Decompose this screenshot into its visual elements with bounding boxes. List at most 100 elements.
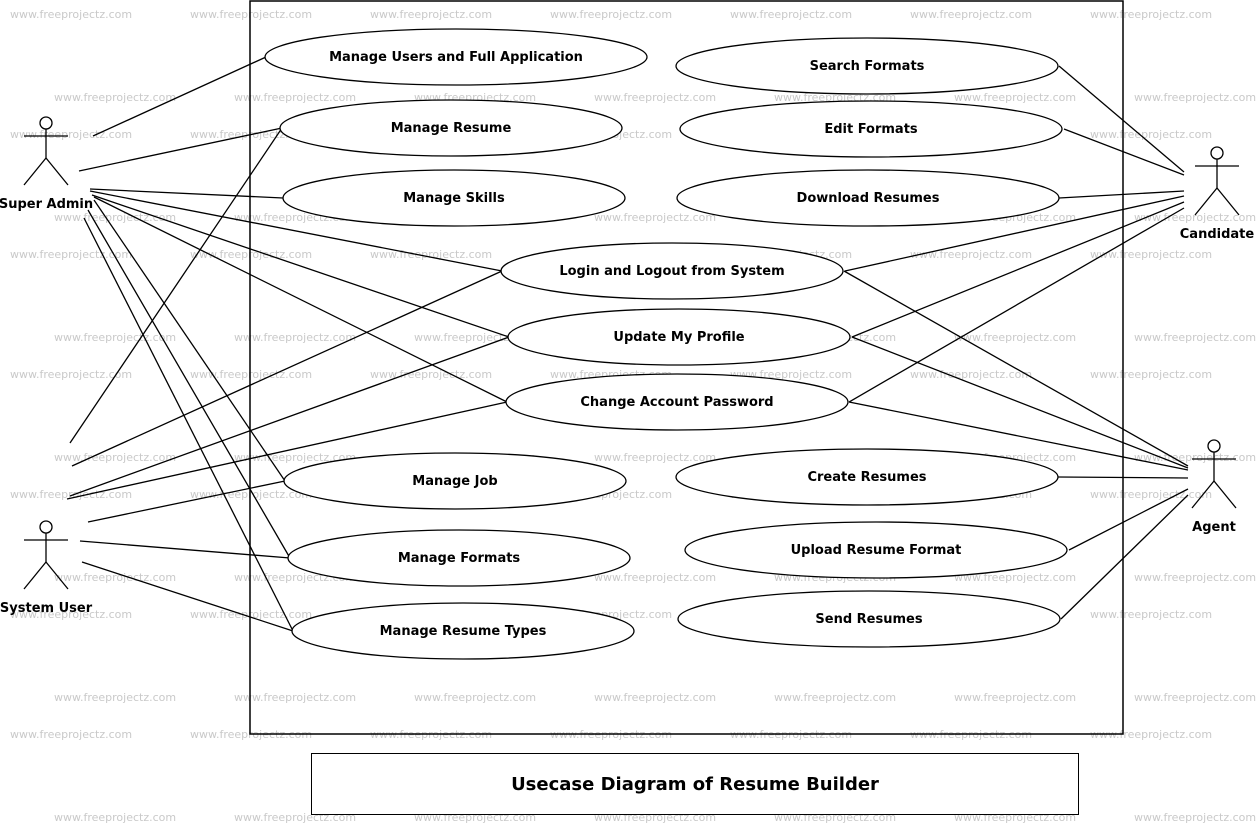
association-agent-login-logout: [843, 270, 1189, 467]
actor-limb: [45, 561, 69, 590]
usecase-send-resumes: Send Resumes: [677, 590, 1061, 648]
association-super-admin-manage-skills: [89, 188, 284, 199]
association-system-user-change-password: [66, 401, 508, 500]
usecase-ellipse: [291, 602, 635, 660]
usecase-login-logout: Login and Logout from System: [500, 242, 844, 300]
usecase-label: Change Account Password: [580, 395, 773, 410]
usecase-ellipse: [507, 308, 851, 366]
actor-limb: [23, 157, 47, 186]
usecase-manage-resume-types: Manage Resume Types: [291, 602, 635, 660]
usecase-label: Manage Users and Full Application: [329, 50, 583, 65]
association-super-admin-manage-users: [92, 56, 267, 137]
association-candidate-login-logout: [844, 195, 1185, 272]
use-cases: Manage Users and Full ApplicationManage …: [264, 28, 1068, 660]
usecase-ellipse: [677, 590, 1061, 648]
usecase-ellipse: [264, 28, 648, 86]
usecase-change-password: Change Account Password: [505, 373, 849, 431]
usecase-manage-formats: Manage Formats: [287, 529, 631, 587]
association-system-user-manage-resume-types: [81, 561, 294, 632]
actor-candidate: Candidate: [1180, 146, 1255, 242]
association-super-admin-update-profile: [91, 194, 510, 338]
usecase-manage-resume: Manage Resume: [279, 99, 623, 157]
usecase-label: Manage Job: [412, 474, 497, 489]
usecase-ellipse: [676, 169, 1060, 227]
usecase-edit-formats: Edit Formats: [679, 100, 1063, 158]
usecase-label: Login and Logout from System: [559, 264, 784, 279]
actor-label: Candidate: [1180, 227, 1255, 242]
association-agent-upload-resume-format: [1068, 488, 1189, 551]
association-system-user-manage-formats: [79, 540, 291, 559]
actor-label: System User: [0, 601, 93, 616]
usecase-ellipse: [675, 448, 1059, 506]
actor-limb: [1194, 187, 1218, 216]
usecase-ellipse: [287, 529, 631, 587]
association-super-admin-change-password: [93, 196, 508, 403]
usecase-search-formats: Search Formats: [675, 37, 1059, 95]
usecase-label: Edit Formats: [824, 122, 918, 137]
actor-system-user: System User: [0, 520, 93, 616]
usecase-label: Download Resumes: [797, 191, 940, 206]
usecase-ellipse: [282, 169, 626, 227]
usecase-manage-skills: Manage Skills: [282, 169, 626, 227]
usecase-ellipse: [500, 242, 844, 300]
actor-limb: [1191, 480, 1215, 509]
association-agent-update-profile: [851, 336, 1189, 469]
usecase-manage-users: Manage Users and Full Application: [264, 28, 648, 86]
actor-head: [1210, 146, 1224, 160]
association-agent-create-resumes: [1057, 476, 1189, 479]
association-candidate-edit-formats: [1063, 128, 1185, 176]
association-agent-send-resumes: [1060, 494, 1189, 620]
diagram-title-box: Usecase Diagram of Resume Builder: [311, 753, 1079, 815]
usecase-ellipse: [675, 37, 1059, 95]
usecase-label: Update My Profile: [613, 330, 744, 345]
actor-head: [39, 116, 53, 130]
usecase-label: Search Formats: [810, 59, 925, 74]
actor-limb: [1213, 480, 1237, 509]
association-candidate-search-formats: [1058, 65, 1185, 173]
association-lines: [66, 56, 1189, 632]
association-candidate-download-resumes: [1058, 190, 1185, 199]
association-system-user-update-profile: [69, 336, 510, 497]
association-system-user-manage-job: [87, 480, 286, 523]
system-boundary: [249, 0, 1124, 735]
association-agent-change-password: [848, 401, 1189, 471]
association-candidate-update-profile: [851, 201, 1185, 338]
association-super-admin-manage-job: [93, 199, 286, 482]
usecase-ellipse: [505, 373, 849, 431]
actor-super-admin: Super Admin: [0, 116, 93, 212]
usecase-label: Create Resumes: [807, 470, 926, 485]
actor-limb: [23, 561, 47, 590]
actor-label: Agent: [1192, 520, 1236, 535]
usecase-label: Manage Formats: [398, 551, 521, 566]
actor-label: Super Admin: [0, 197, 93, 212]
association-super-admin-manage-formats: [87, 209, 291, 559]
actor-agent: Agent: [1191, 439, 1237, 535]
usecase-label: Manage Resume Types: [380, 624, 547, 639]
usecase-upload-resume-format: Upload Resume Format: [684, 521, 1068, 579]
usecase-ellipse: [684, 521, 1068, 579]
usecase-label: Manage Resume: [391, 121, 512, 136]
association-system-user-manage-resume: [69, 127, 283, 444]
association-system-user-login-logout: [71, 270, 503, 467]
usecase-download-resumes: Download Resumes: [676, 169, 1060, 227]
usecase-label: Upload Resume Format: [791, 543, 962, 558]
usecase-ellipse: [283, 452, 627, 510]
usecase-create-resumes: Create Resumes: [675, 448, 1059, 506]
usecase-label: Send Resumes: [815, 612, 922, 627]
actor-head: [1207, 439, 1221, 453]
usecase-label: Manage Skills: [403, 191, 505, 206]
association-super-admin-manage-resume: [78, 127, 283, 172]
usecase-ellipse: [279, 99, 623, 157]
actor-limb: [45, 157, 69, 186]
actor-limb: [1216, 187, 1240, 216]
diagram-title: Usecase Diagram of Resume Builder: [511, 773, 879, 795]
association-candidate-change-password: [848, 207, 1185, 403]
actor-head: [39, 520, 53, 534]
association-super-admin-manage-resume-types: [83, 217, 294, 632]
usecase-ellipse: [679, 100, 1063, 158]
usecase-update-profile: Update My Profile: [507, 308, 851, 366]
usecase-manage-job: Manage Job: [283, 452, 627, 510]
association-super-admin-login-logout: [89, 190, 503, 272]
